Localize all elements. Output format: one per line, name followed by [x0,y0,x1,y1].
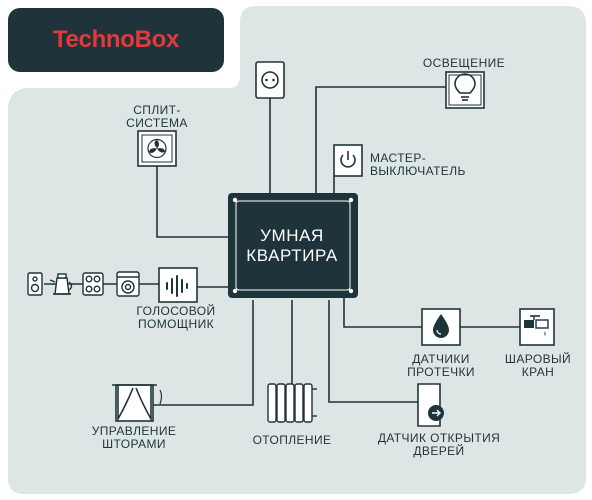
voice-assistant-icon [158,267,198,303]
water-drop-icon [421,308,461,346]
curtains-icon [112,384,163,423]
leak-sensors-label-line1: ДАТЧИКИ [412,352,470,366]
door-sensor-label-line1: ДАТЧИК ОТКРЫТИЯ [377,431,501,445]
split-system-label-line1: СПЛИТ- [133,103,181,117]
door-sensor-icon [417,383,444,427]
curtains-control-label-line2: ШТОРАМИ [102,437,166,451]
hub-title-line2: КВАРТИРА [246,246,338,265]
hub-box [228,193,358,298]
heating-label-line1: ОТОПЛЕНИЕ [252,433,332,447]
ball-valve-label-line2: КРАН [521,365,555,379]
master-switch-label-line1: МАСТЕР- [370,151,427,165]
split-system-label-line2: СИСТЕМА [126,116,188,130]
lightbulb-icon [445,71,485,109]
leak-sensors-label-line2: ПРОТЕЧКИ [407,365,475,379]
heating-label: ОТОПЛЕНИЕ [246,434,338,447]
voice-assistant-label-line1: ГОЛОСОВОЙ [136,304,216,318]
stove-icon [82,272,104,296]
voice-assistant-label-line2: ПОМОЩНИК [137,317,215,331]
master-switch-label-line2: ВЫКЛЮЧАТЕЛЬ [370,164,466,178]
brand-name: TechnoBox [52,26,180,53]
fan-icon [137,130,177,167]
speaker-icon [27,272,43,296]
voice-assistant-label: ГОЛОСОВОЙ ПОМОЩНИК [126,305,226,331]
power-icon [333,144,363,177]
curtains-control-label-line1: УПРАВЛЕНИЕ [91,424,177,438]
lighting-label: ОСВЕЩЕНИЕ [418,57,510,70]
radiator-icon [267,383,317,423]
connector-lines [44,86,520,406]
hub-title-line1: УМНАЯ [260,226,324,245]
split-system-label: СПЛИТ- СИСТЕМА [118,104,196,130]
ball-valve-label-line1: ШАРОВЫЙ [504,352,572,366]
ball-valve-label: ШАРОВЫЙ КРАН [498,353,578,379]
hub-title: УМНАЯ КВАРТИРА [234,226,350,266]
door-sensor-label-line2: ДВЕРЕЙ [413,444,465,458]
door-sensor-label: ДАТЧИК ОТКРЫТИЯ ДВЕРЕЙ [364,432,514,458]
brand-logo[interactable]: TechnoBox [8,8,224,72]
curtains-control-label: УПРАВЛЕНИЕ ШТОРАМИ [86,425,182,451]
socket-icon [255,61,285,99]
washer-icon [116,271,140,297]
kettle-icon [49,273,73,295]
leak-sensors-label: ДАТЧИКИ ПРОТЕЧКИ [400,353,482,379]
valve-icon [519,308,555,346]
master-switch-label: МАСТЕР- ВЫКЛЮЧАТЕЛЬ [370,152,466,178]
lighting-label-line1: ОСВЕЩЕНИЕ [422,56,506,70]
